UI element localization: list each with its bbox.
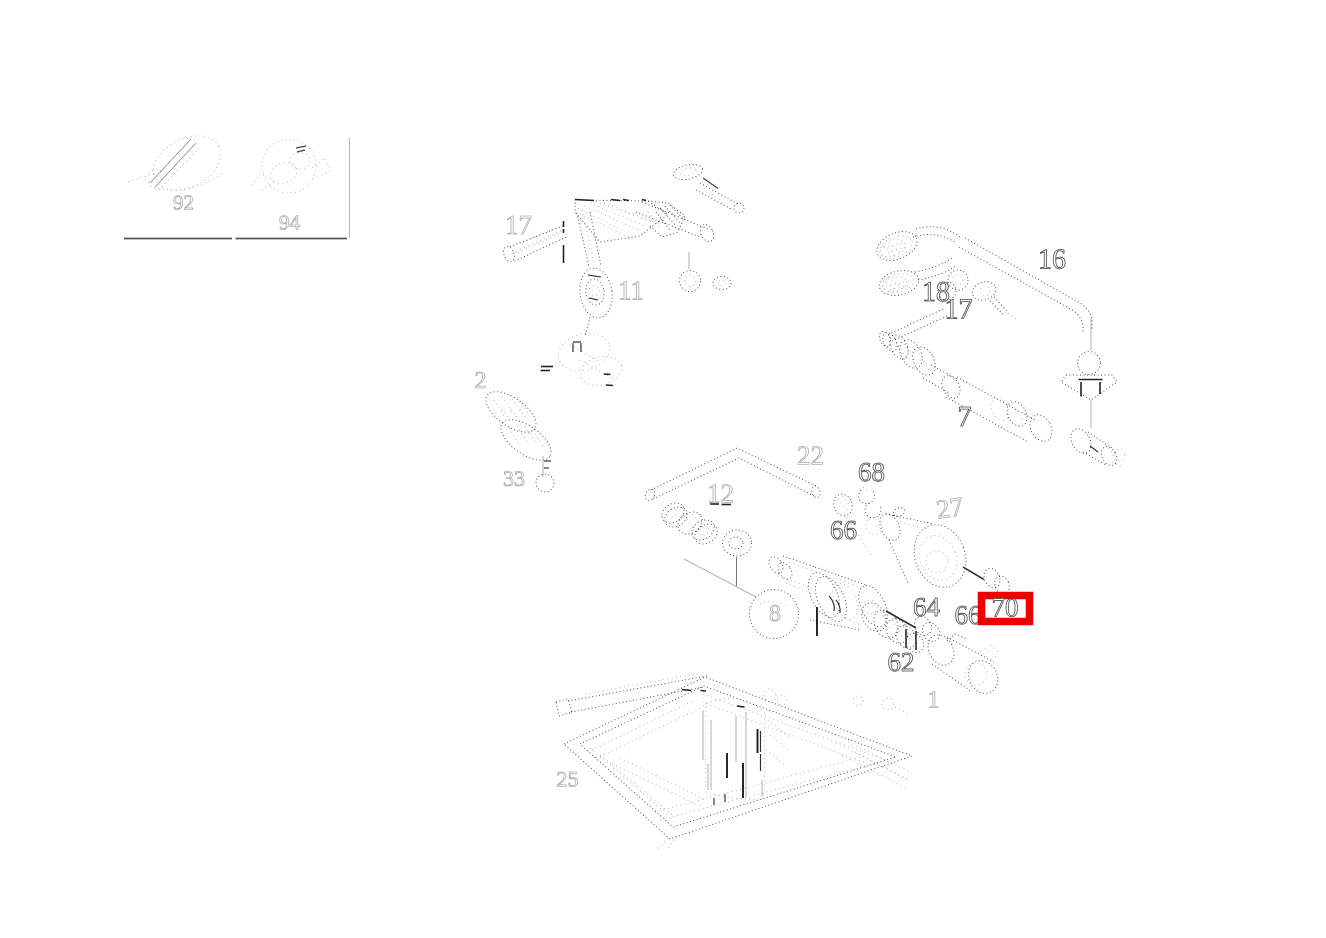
svg-text:8: 8 [769, 601, 781, 627]
svg-text:2: 2 [475, 368, 487, 394]
svg-text:66: 66 [830, 515, 857, 545]
svg-text:1: 1 [928, 688, 940, 714]
svg-text:33: 33 [503, 466, 525, 491]
svg-text:94: 94 [279, 211, 301, 235]
svg-text:7: 7 [958, 402, 972, 433]
svg-text:68: 68 [858, 457, 885, 487]
svg-text:70: 70 [992, 593, 1019, 623]
svg-text:64: 64 [913, 592, 941, 622]
svg-text:17: 17 [505, 210, 532, 240]
svg-text:11: 11 [618, 276, 644, 306]
svg-text:27: 27 [934, 491, 965, 524]
svg-text:92: 92 [173, 191, 194, 215]
svg-text:18: 18 [922, 277, 950, 308]
svg-text:25: 25 [557, 767, 579, 792]
svg-text:22: 22 [797, 441, 824, 471]
svg-text:16: 16 [1038, 245, 1066, 276]
svg-text:66: 66 [955, 600, 982, 630]
svg-text:62: 62 [888, 647, 915, 677]
svg-text:17: 17 [945, 295, 973, 326]
